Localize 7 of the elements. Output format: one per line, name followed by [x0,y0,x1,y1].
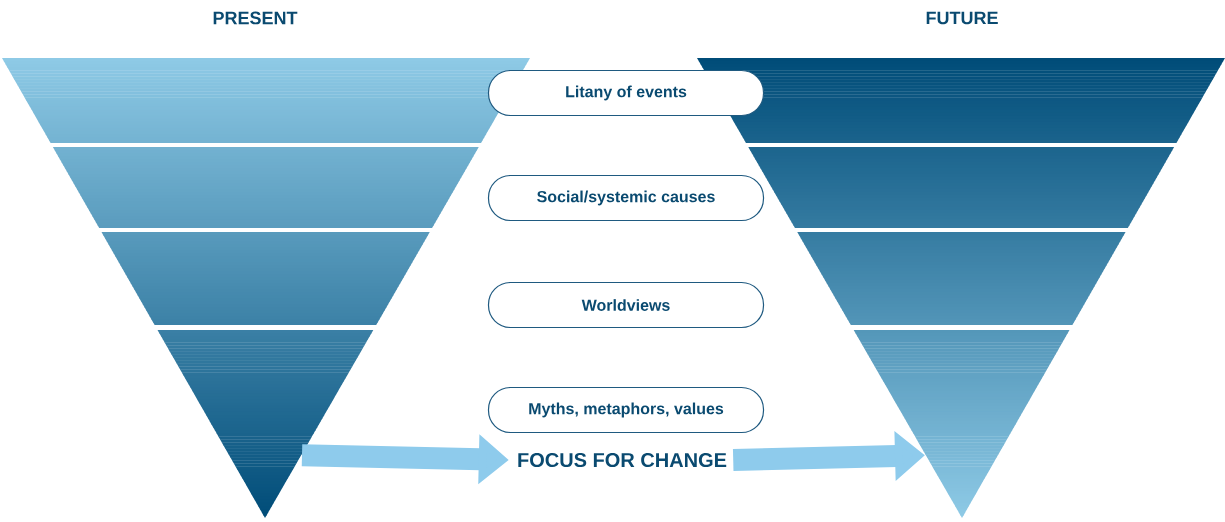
focus-label: FOCUS FOR CHANGE [518,452,727,468]
heading: PRESENT [213,11,298,25]
level-pill: Worldviews [487,281,765,329]
level-pill: Social/systemic causes [487,174,765,222]
level-pill: Litany of events [487,69,765,117]
heading: FUTURE [926,11,998,25]
level-pill: Myths, metaphors, values [487,386,765,434]
